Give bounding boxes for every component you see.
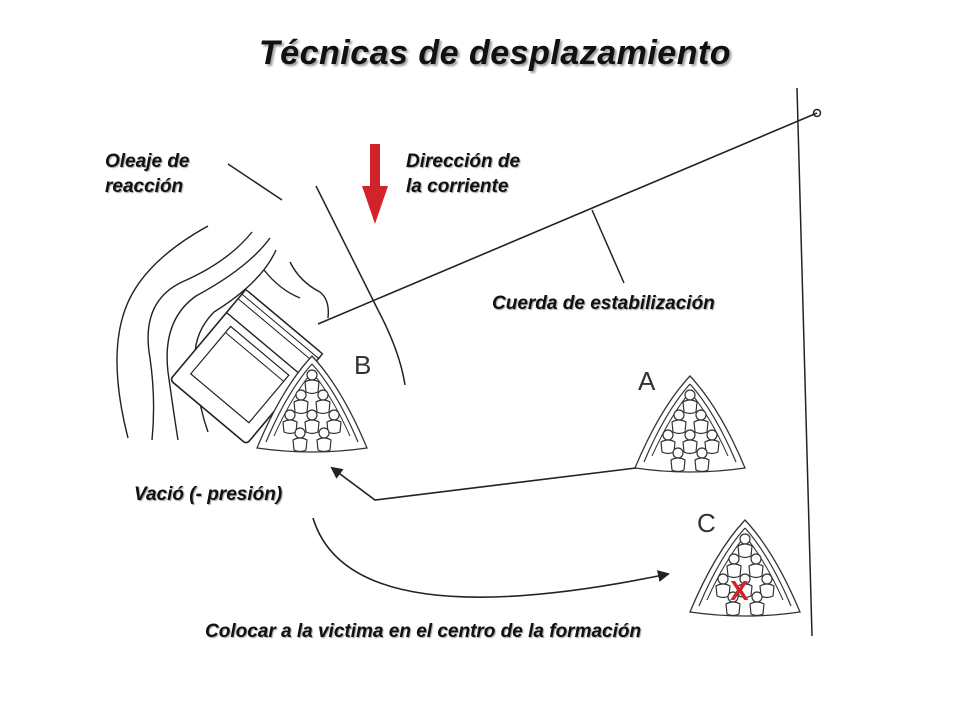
boat-icon (170, 288, 324, 444)
move-to-vacuum-arrow (330, 466, 637, 501)
oleaje-label-line1: Oleaje de (105, 151, 190, 172)
colocar-label: Colocar a la victima en el centro de la … (205, 621, 642, 642)
current-flow-line (315, 185, 406, 386)
formation-c-letter: C (697, 508, 716, 538)
rope-leader-line (591, 209, 625, 284)
formation-a-letter: A (638, 366, 656, 396)
stabilization-rope (317, 112, 818, 325)
river-bank-line (796, 87, 813, 637)
current-direction-arrow-icon (362, 144, 388, 224)
page-title: Técnicas de desplazamiento (258, 34, 732, 72)
oleaje-label: Oleaje de reacción (105, 149, 190, 199)
direccion-label: Dirección de la corriente (406, 149, 520, 199)
formation-b-letter: B (354, 350, 372, 380)
oleaje-label-line2: reacción (105, 176, 184, 197)
direccion-label-line2: la corriente (406, 176, 509, 197)
reaction-wave-lines (116, 225, 330, 441)
victim-mark: X (730, 575, 749, 606)
vacio-label: Vació (- presión) (134, 484, 283, 505)
direccion-label-line1: Dirección de (406, 151, 521, 172)
cuerda-label: Cuerda de estabilización (492, 293, 715, 314)
oleaje-leader-line (227, 163, 283, 201)
move-to-victim-arrow (312, 517, 670, 598)
